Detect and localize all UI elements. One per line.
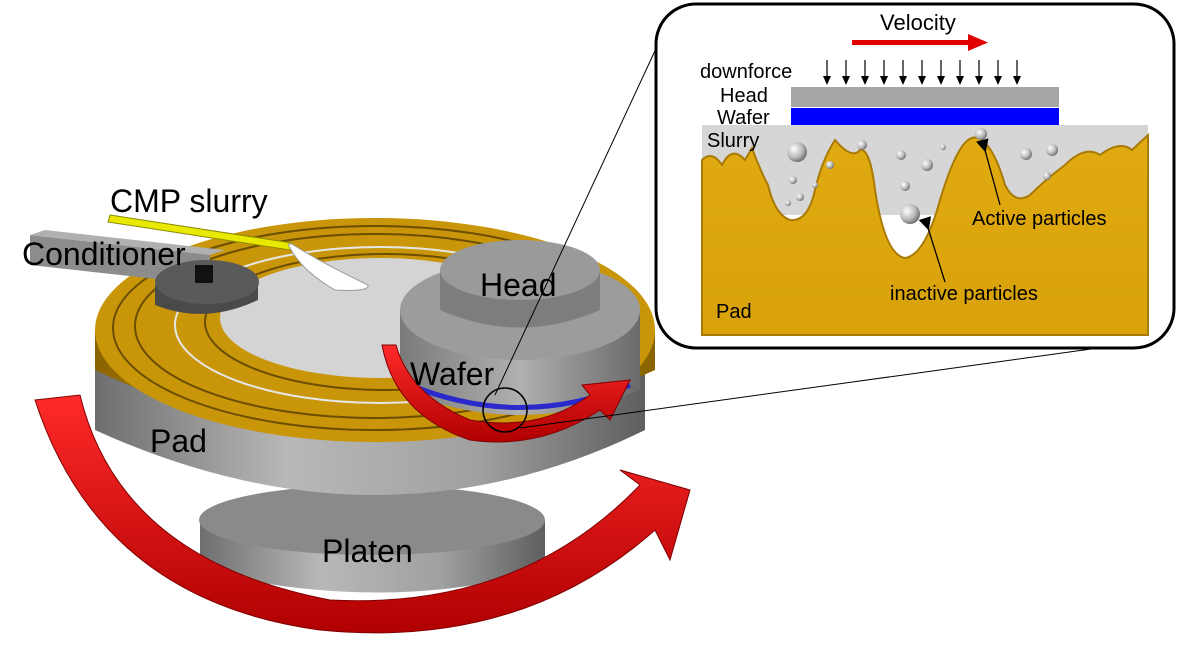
inactive-particles-label: inactive particles [890, 283, 1038, 305]
downforce-arrow-head [975, 76, 983, 85]
head-rotation-arrow [381, 344, 631, 443]
downforce-arrows [823, 60, 1021, 85]
inset-head-label: Head [720, 85, 768, 107]
inset-wafer-bar [791, 108, 1059, 128]
slurry-particle [900, 204, 920, 224]
downforce-arrow-head [823, 76, 831, 85]
slurry-particle [1043, 172, 1051, 180]
downforce-arrow-head [1013, 76, 1021, 85]
wafer-label: Wafer [410, 356, 495, 392]
downforce-arrow-head [918, 76, 926, 85]
slurry-particle [1020, 148, 1032, 160]
platen-label: Platen [322, 533, 413, 569]
inset-pad-label: Pad [716, 301, 752, 323]
inset-particles [785, 128, 1058, 224]
slurry-particle [785, 200, 791, 206]
conditioner [30, 230, 259, 314]
slurry-particle [857, 140, 867, 150]
slurry-particle [921, 159, 933, 171]
pad-label: Pad [150, 423, 207, 459]
downforce-arrow-head [880, 76, 888, 85]
slurry-particle [826, 161, 834, 169]
slurry-particle [789, 176, 797, 184]
slurry-particle [975, 128, 987, 140]
downforce-arrow-head [956, 76, 964, 85]
slurry-particle [940, 144, 946, 150]
inset-slurry-label: Slurry [707, 130, 759, 152]
conditioner-label: Conditioner [22, 236, 186, 272]
inset-panel: Velocity downforce Head Wafer Slurry Act… [654, 2, 1176, 350]
slurry-particle [787, 142, 807, 162]
inset-pad-surface [701, 132, 1149, 336]
downforce-arrow-head [899, 76, 907, 85]
slurry-particle [812, 182, 818, 188]
slurry-particle [900, 181, 910, 191]
downforce-arrow-head [842, 76, 850, 85]
downforce-arrow-head [994, 76, 1002, 85]
magnifier [482, 39, 1121, 433]
platen-rotation-arrow [34, 394, 691, 634]
velocity-arrow [852, 34, 988, 51]
slurry-particle [896, 150, 906, 160]
velocity-label: Velocity [880, 10, 956, 35]
downforce-arrow-head [937, 76, 945, 85]
slurry-particle [796, 193, 804, 201]
cmp-slurry-label: CMP slurry [110, 183, 268, 219]
inset-wafer-label: Wafer [717, 107, 770, 129]
active-particles-label: Active particles [972, 208, 1107, 230]
slurry-particle [1046, 144, 1058, 156]
head-label: Head [480, 267, 557, 303]
inset-head-bar [791, 87, 1059, 107]
downforce-arrow-head [861, 76, 869, 85]
carrier-head [400, 240, 640, 415]
downforce-label: downforce [700, 61, 792, 83]
slurry-nozzle [107, 214, 369, 291]
